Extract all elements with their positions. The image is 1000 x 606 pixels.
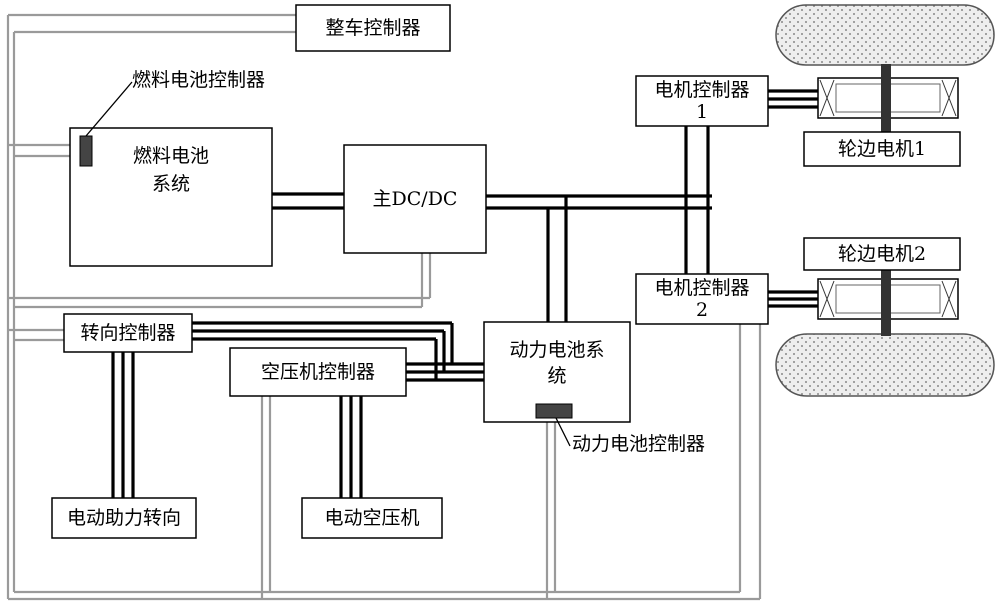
main-dcdc-box (343, 144, 487, 254)
vehicle-controller-label: 整车控制器 (325, 17, 421, 39)
motor-controller-1-box (635, 75, 769, 127)
motor-controller-2-label-line1: 电机控制器 (654, 277, 750, 299)
eps-label: 电动助力转向 (66, 507, 181, 529)
wheel-motor-1-label: 轮边电机1 (837, 138, 927, 160)
main-dcdc-label: 主DC/DC (372, 188, 458, 210)
axle-2 (881, 266, 891, 336)
wheel-assembly-2 (775, 266, 995, 397)
axle-1 (881, 64, 891, 140)
power-lines (111, 89, 818, 498)
wheel-assembly-1 (775, 4, 995, 140)
wheel-motor-1-box (803, 131, 961, 167)
motor-controller-2-label-line2: 2 (695, 299, 709, 321)
electric-compressor-label: 电动空压机 (324, 507, 420, 529)
steering-controller-box (63, 313, 193, 353)
motor-controller-2-box (635, 273, 769, 325)
motor-controller-1-label-line2: 1 (695, 101, 709, 123)
electric-compressor-box (301, 497, 443, 539)
steering-controller-label: 转向控制器 (80, 322, 176, 344)
fuel-cell-controller-label: 燃料电池控制器 (132, 69, 266, 91)
wheel-motor-2-label: 轮边电机2 (837, 243, 927, 265)
battery-controller-chip (535, 403, 573, 419)
fuel-cell-system-label-line1: 燃料电池 (132, 145, 209, 167)
fuel-cell-system-label-line2: 系统 (151, 173, 190, 195)
power-battery-controller-label: 动力电池控制器 (572, 433, 706, 455)
eps-box (51, 497, 197, 539)
wheel-motor-2-box (803, 237, 961, 271)
compressor-controller-box (229, 347, 407, 397)
fuel-cell-system-box (69, 127, 273, 267)
tire-2 (775, 333, 995, 397)
vehicle-controller-box (295, 4, 451, 52)
power-battery-system-label-line1: 动力电池系 (509, 339, 605, 361)
signal-lines (6, 13, 762, 601)
compressor-controller-label: 空压机控制器 (260, 361, 375, 383)
tire-1 (775, 4, 995, 66)
motor-controller-1-label-line1: 电机控制器 (654, 79, 750, 101)
power-battery-system-label-line2: 统 (547, 365, 567, 387)
